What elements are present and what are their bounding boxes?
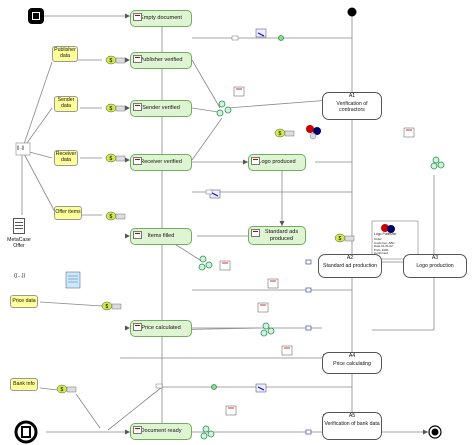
join-marker-label: ((...)) bbox=[14, 273, 26, 279]
svg-text:$: $ bbox=[110, 58, 113, 64]
metacase-offer-label: MetaCase Offer bbox=[7, 237, 31, 249]
split-marker-label: ||..|| bbox=[17, 145, 25, 150]
note-bank-info[interactable]: Bank info bbox=[10, 378, 38, 391]
state-icon bbox=[251, 157, 260, 165]
arrowheads bbox=[125, 13, 428, 435]
state-icon bbox=[133, 103, 142, 111]
note-label: Bank info bbox=[13, 380, 35, 387]
preview-card-line: Price 1000 bbox=[374, 247, 389, 252]
svg-text:$: $ bbox=[110, 156, 113, 162]
svg-text:$: $ bbox=[61, 387, 64, 393]
state-label: Items filled bbox=[147, 233, 175, 240]
preview-card-frame bbox=[371, 220, 419, 260]
state-label: Price calculated bbox=[141, 325, 181, 332]
activity-code: A3 bbox=[431, 255, 439, 261]
state-sender-verified[interactable]: Sender verified bbox=[130, 100, 192, 117]
preview-card-line: Order bbox=[374, 237, 382, 241]
note-sender-data[interactable]: Sender data bbox=[54, 96, 78, 112]
activity-label: Verification of bank data bbox=[324, 421, 380, 427]
state-label: Document ready bbox=[140, 428, 182, 435]
state-logo-produced[interactable]: Logo produced bbox=[248, 154, 306, 171]
state-icon bbox=[133, 157, 142, 165]
note-price-data[interactable]: Price data bbox=[10, 295, 38, 308]
activity-label: Verification of contractors bbox=[336, 101, 368, 113]
svg-text:$: $ bbox=[339, 236, 342, 242]
note-label: Sender data bbox=[57, 97, 75, 109]
state-label: Receiver verified bbox=[140, 159, 182, 166]
svg-text:$: $ bbox=[279, 131, 282, 137]
state-icon bbox=[133, 13, 142, 21]
state-price-calculated[interactable]: Price calculated bbox=[130, 320, 192, 337]
preview-card-line: Customer: ABC bbox=[374, 240, 395, 245]
preview-card-caption: Logo Publisher bbox=[374, 232, 397, 236]
preview-card-line: Confirmed bbox=[374, 251, 388, 255]
state-document-ready[interactable]: Document ready bbox=[130, 423, 192, 440]
svg-text:$: $ bbox=[110, 214, 113, 220]
state-empty-document[interactable]: Empty document bbox=[130, 10, 192, 27]
activity-label: Logo production bbox=[416, 263, 454, 269]
activity-label: Price calculating bbox=[333, 361, 371, 367]
document-end-icon bbox=[14, 420, 38, 444]
state-icon bbox=[251, 229, 260, 237]
activity-code: A2 bbox=[346, 255, 354, 261]
svg-text:$: $ bbox=[106, 304, 109, 310]
preview-card-line: Date 01.01.02 bbox=[374, 244, 393, 248]
state-icon bbox=[133, 323, 142, 331]
svg-text:$: $ bbox=[110, 106, 113, 112]
activity-label: Standard ad production bbox=[323, 263, 377, 269]
split-marker bbox=[15, 142, 31, 156]
document-start-icon bbox=[28, 8, 44, 24]
note-offer-items[interactable]: Offer items bbox=[54, 206, 82, 220]
state-label: Publisher verified bbox=[139, 57, 183, 64]
state-label: Empty document bbox=[140, 15, 182, 22]
note-label: Publisher data bbox=[54, 47, 76, 59]
start-icon bbox=[347, 7, 357, 17]
state-standard-ads-produced[interactable]: Standard ads produced bbox=[248, 226, 306, 245]
connector-icons: $ $ $ $ $ $ $ $ bbox=[56, 55, 355, 394]
state-items-filled[interactable]: Items filled bbox=[130, 228, 192, 245]
state-icon bbox=[133, 426, 142, 434]
state-icon bbox=[133, 231, 142, 239]
note-receiver-data[interactable]: Receiver data bbox=[54, 150, 78, 166]
activity-code: A5 bbox=[348, 413, 356, 419]
note-label: Receiver data bbox=[55, 151, 77, 163]
state-receiver-verified[interactable]: Receiver verified bbox=[130, 154, 192, 171]
state-label: Sender verified bbox=[142, 105, 180, 112]
document-icon bbox=[13, 218, 25, 234]
logo-icon bbox=[306, 125, 321, 140]
state-publisher-verified[interactable]: Publisher verified bbox=[130, 52, 192, 69]
activity-code: A1 bbox=[348, 93, 356, 99]
note-label: Price data bbox=[12, 297, 36, 304]
state-label: Logo produced bbox=[258, 159, 296, 166]
note-publisher-data[interactable]: Publisher data bbox=[52, 46, 78, 62]
flow-lines bbox=[21, 14, 435, 433]
rule-icons bbox=[65, 28, 415, 416]
activity-code: A4 bbox=[348, 353, 356, 359]
note-label: Offer items bbox=[55, 209, 81, 216]
state-label: Standard ads produced bbox=[264, 229, 299, 242]
state-icon bbox=[133, 55, 142, 63]
gear-icons bbox=[198, 35, 445, 440]
